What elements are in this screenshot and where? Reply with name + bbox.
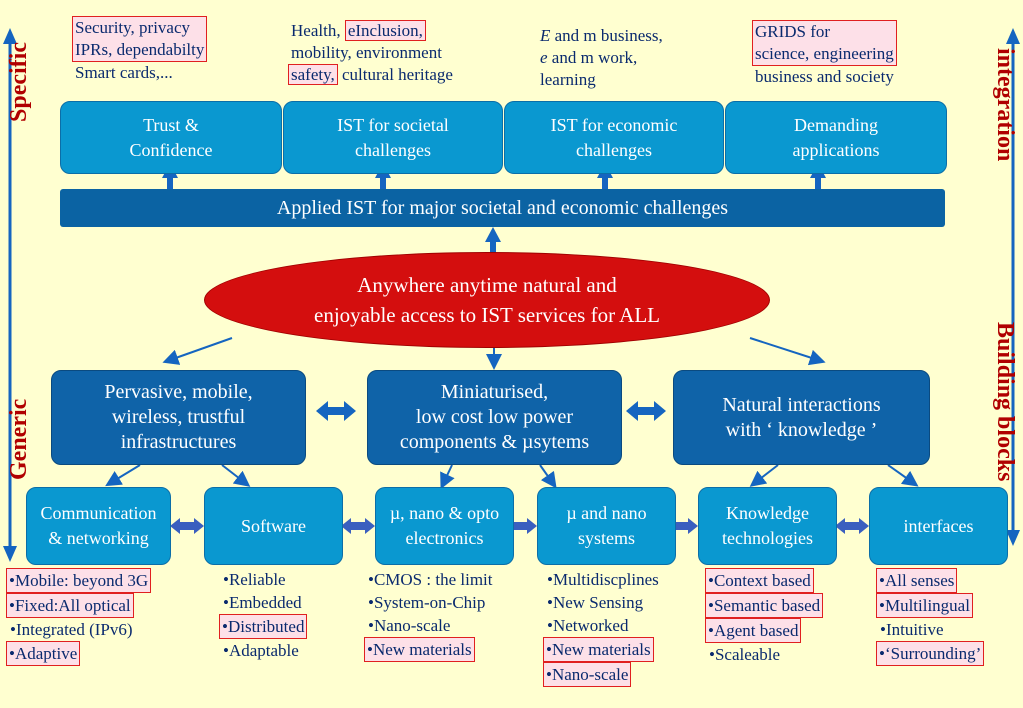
note-security-line-2: IPRs, dependabilty	[75, 40, 205, 59]
list-item: •New materials	[364, 637, 475, 662]
note-health-line-2: mobility, environment	[291, 43, 442, 62]
list-item: •New materials	[543, 637, 654, 662]
note-business-line-2: and m work,	[547, 48, 638, 67]
box-knowledge-technologies: Knowledge technologies	[698, 487, 837, 565]
list-item: •Adaptive	[6, 641, 81, 666]
box-trust-confidence: Trust & Confidence	[60, 101, 282, 174]
list-item: •Scaleable	[709, 645, 781, 664]
box-miniaturised-components: Miniaturised, low cost low power compone…	[367, 370, 622, 465]
list-item: •Multidiscplines	[547, 570, 659, 589]
note-grids-line-1: GRIDS for	[755, 22, 831, 41]
note-grids-line-3: business and society	[755, 67, 894, 86]
note-security: Security, privacy IPRs, dependabilty Sma…	[72, 16, 208, 84]
note-health-heritage: cultural heritage	[337, 65, 453, 84]
list-item: •All senses	[876, 568, 958, 593]
box-micro-nano-opto: µ, nano & opto electronics	[375, 487, 514, 565]
box-communication-networking: Communication & networking	[26, 487, 171, 565]
specific-label: Specific	[6, 42, 32, 122]
list-item: •Reliable	[223, 570, 286, 589]
list-item: •Fixed:All optical	[6, 593, 134, 618]
list-knowledge: •Context based•Semantic based•Agent base…	[705, 568, 824, 666]
list-item: •Integrated (IPv6)	[10, 620, 133, 639]
list-systems: •Multidiscplines •New Sensing •Networked •N…	[543, 568, 661, 687]
note-business-line-3: learning	[540, 70, 596, 89]
note-grids-line-2: science, engineering	[755, 44, 894, 63]
note-security-line-1: Security, privacy	[75, 18, 191, 37]
box-interfaces: interfaces	[869, 487, 1008, 565]
list-item: •CMOS : the limit	[368, 570, 493, 589]
note-health-text: Health,	[291, 21, 345, 40]
mid-double-arrows	[316, 401, 666, 421]
list-item: •‘Surrounding’	[876, 641, 985, 666]
list-item: •Nano-scale	[368, 616, 451, 635]
list-item: •Semantic based	[705, 593, 824, 618]
list-interfaces: •All senses•Multilingual •Intuitive •‘Surr…	[876, 568, 985, 666]
list-item: •Adaptable	[223, 641, 299, 660]
bar-to-box-arrows	[162, 163, 826, 254]
box-ist-societal: IST for societal challenges	[283, 101, 503, 174]
note-security-line-3: Smart cards,...	[75, 63, 173, 82]
note-grids: GRIDS for science, engineering business …	[752, 20, 897, 88]
central-goal-ellipse: Anywhere anytime natural and enjoyable a…	[204, 252, 770, 348]
list-item: •System-on-Chip	[368, 593, 486, 612]
note-business: E and m business, e and m work, learning	[540, 25, 663, 91]
note-business-line-1: and m business,	[550, 26, 663, 45]
box-ist-economic: IST for economic challenges	[504, 101, 724, 174]
box-micro-nano-systems: µ and nano systems	[537, 487, 676, 565]
note-health-highlight: eInclusion,	[344, 20, 426, 41]
list-item: •Multilingual	[876, 593, 973, 618]
box-natural-interactions: Natural interactions with ‘ knowledge ’	[673, 370, 930, 465]
note-business-e: E	[540, 26, 551, 45]
list-item: •New Sensing	[547, 593, 644, 612]
list-communication: •Mobile: beyond 3G•Fixed:All optical •Int…	[6, 568, 152, 666]
list-item: •Intuitive	[880, 620, 944, 639]
list-electronics: •CMOS : the limit •System-on-Chip •Nano-sc…	[364, 568, 495, 662]
list-item: •Networked	[547, 616, 629, 635]
note-health: Health, eInclusion, mobility, environmen…	[288, 20, 453, 86]
box-demanding-applications: Demanding applications	[725, 101, 947, 174]
building-blocks-label: Building blocks	[992, 322, 1018, 482]
list-item: •Context based	[705, 568, 814, 593]
applied-ist-bar: Applied IST for major societal and econo…	[60, 189, 945, 227]
list-item: •Embedded	[223, 593, 302, 612]
list-item: •Nano-scale	[543, 662, 632, 687]
generic-label: Generic	[6, 398, 32, 480]
box-software: Software	[204, 487, 343, 565]
list-software: •Reliable •Embedded •Distributed •Adaptable	[219, 568, 308, 662]
list-item: •Mobile: beyond 3G	[6, 568, 152, 593]
list-item: •Agent based	[705, 618, 802, 643]
note-health-safety: safety,	[288, 64, 338, 85]
integration-label: integration	[992, 48, 1018, 162]
list-item: •Distributed	[219, 614, 308, 639]
note-business-e2: e	[540, 48, 548, 67]
box-pervasive-infrastructures: Pervasive, mobile, wireless, trustful in…	[51, 370, 306, 465]
